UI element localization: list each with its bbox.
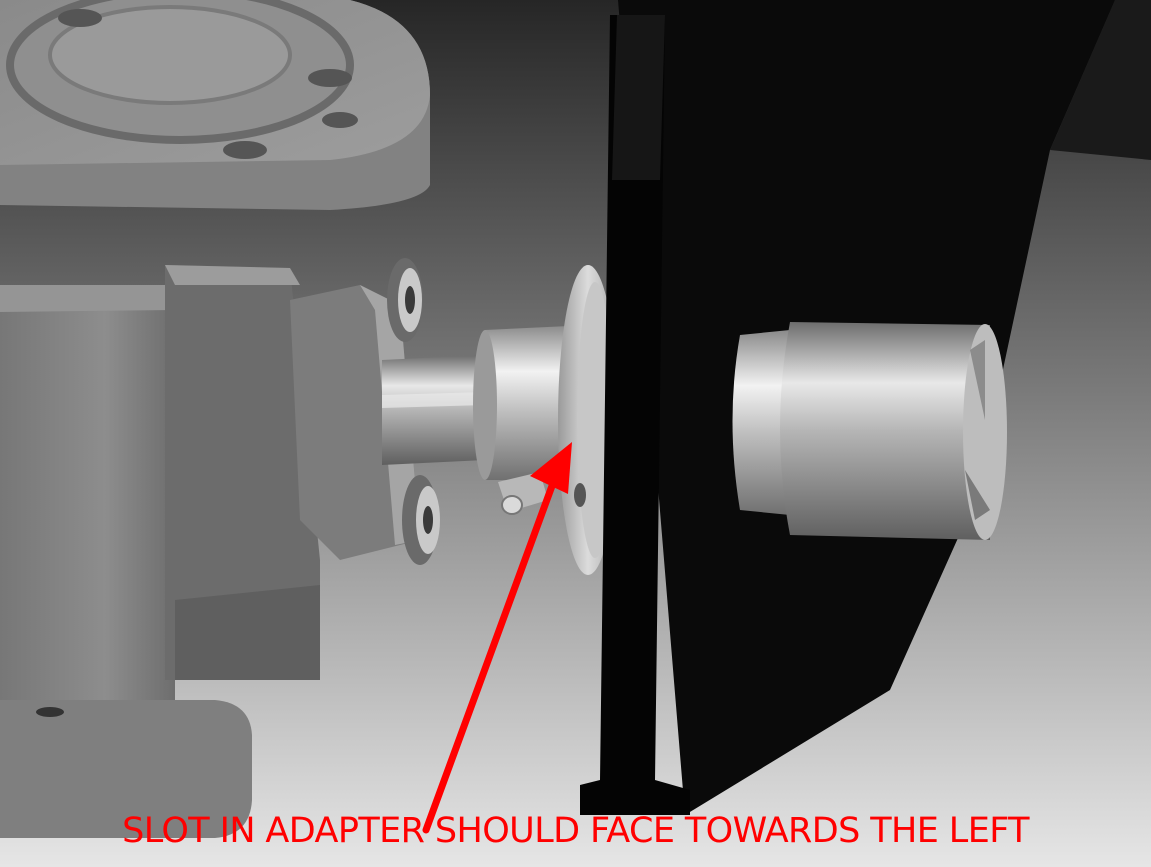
bolt-hole [58, 9, 102, 27]
bushing-body [732, 330, 790, 515]
disc-hole [574, 483, 586, 507]
annotation-label: SLOT IN ADAPTER SHOULD FACE TOWARDS THE … [122, 811, 1029, 851]
housing-body [0, 285, 175, 800]
coupling-assembly [290, 258, 618, 575]
bolt-hole [308, 69, 352, 87]
bolt-hole [322, 112, 358, 128]
receiving-bushing [732, 322, 1007, 540]
annotation-arrow [422, 442, 572, 834]
bolt-hole [223, 141, 267, 159]
bracket-flange [580, 15, 690, 815]
housing-foot [0, 700, 252, 838]
motor-housing [0, 0, 430, 838]
housing-mount-block [165, 265, 320, 680]
hex-shaft [382, 355, 485, 465]
